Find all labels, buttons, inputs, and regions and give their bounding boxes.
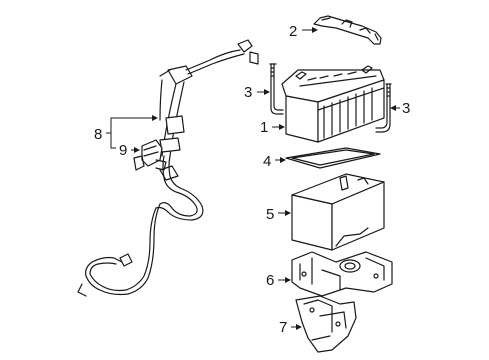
callout-3-right: 3 (402, 100, 410, 117)
callout-1: 1 (260, 119, 268, 136)
part-8-battery-cable (77, 39, 259, 297)
callout-7: 7 (279, 319, 287, 336)
callout-2: 2 (289, 23, 297, 40)
callout-8: 8 (94, 126, 102, 143)
part-5-battery-tray (291, 173, 385, 251)
callout-leaders (106, 27, 400, 330)
part-1-battery (281, 65, 385, 143)
callout-4: 4 (263, 153, 271, 170)
part-4-battery-insulator (285, 147, 381, 169)
callout-9: 9 (119, 142, 127, 159)
part-9-terminal-clamp (133, 139, 167, 171)
part-6-tray-bracket (291, 251, 393, 297)
callout-5: 5 (266, 206, 274, 223)
part-3-hold-down-rod-right (375, 83, 392, 133)
callout-6: 6 (266, 272, 274, 289)
part-7-lower-bracket (295, 295, 357, 353)
callout-3-left: 3 (244, 84, 252, 101)
part-2-hold-down-clamp (313, 15, 382, 45)
part-3-hold-down-rod-left (269, 63, 284, 115)
